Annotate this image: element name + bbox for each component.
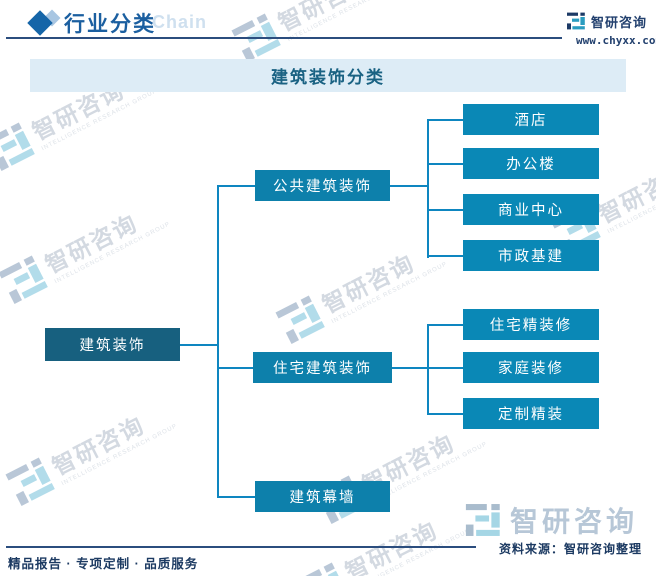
watermark-brand-subtext: INTELLIGENCE RESEARCH GROUP — [330, 261, 449, 326]
connector — [392, 367, 428, 369]
connector — [427, 255, 463, 257]
footer-brand-logo: 智研咨询 — [464, 500, 638, 540]
header: 行业分类 Chain 智研咨询 www.chyxx.com — [0, 0, 656, 47]
footer-source: 资料来源：智研咨询整理 — [498, 542, 642, 556]
connector — [427, 209, 463, 211]
watermark-brand-subtext: INTELLIGENCE RESEARCH GROUP — [40, 88, 159, 153]
connector — [217, 185, 255, 187]
header-divider — [6, 37, 562, 39]
tree-node-root: 建筑装饰 — [45, 328, 180, 361]
brand-logo-icon — [465, 504, 500, 536]
watermark-brand-subtext: INTELLIGENCE RESEARCH GROUP — [353, 528, 472, 576]
tree-node-leaf: 定制精装 — [463, 398, 599, 429]
watermark-brand-name: 智研咨询 — [41, 209, 142, 279]
brand-logo-icon — [298, 562, 344, 576]
tree-node-leaf: 办公楼 — [463, 148, 599, 179]
section-title: 行业分类 — [64, 13, 156, 36]
tree-node-branch: 公共建筑装饰 — [255, 170, 390, 201]
tree-node-leaf: 家庭装修 — [463, 352, 599, 383]
brand-name: 智研咨询 — [591, 14, 648, 30]
connector — [427, 413, 463, 415]
brand-logo: 智研咨询 — [566, 11, 647, 31]
footer-divider — [6, 546, 476, 548]
brand-logo-icon — [0, 255, 48, 304]
diagram-title: 建筑装饰分类 — [271, 68, 385, 87]
tree-node-leaf: 市政基建 — [463, 240, 599, 271]
connector — [427, 119, 429, 258]
watermark-brand-subtext: INTELLIGENCE RESEARCH GROUP — [606, 171, 656, 236]
connector — [427, 163, 463, 165]
tree-node-branch: 住宅建筑装饰 — [253, 352, 392, 383]
tree-node-leaf: 酒店 — [463, 104, 599, 135]
connector — [217, 185, 219, 498]
brand-logo-icon — [275, 295, 325, 344]
brand-url[interactable]: www.chyxx.com — [576, 34, 656, 47]
brand-logo-icon — [5, 457, 55, 506]
brand-logo-icon — [0, 122, 35, 171]
diagram-title-bar: 建筑装饰分类 — [30, 59, 626, 92]
connector — [427, 119, 463, 121]
brand-logo-icon — [567, 12, 585, 30]
connector — [217, 496, 255, 498]
connector — [180, 344, 219, 346]
tree-node-branch: 建筑幕墙 — [255, 481, 390, 512]
watermark-brand-name: 智研咨询 — [594, 159, 656, 229]
section-diamond-icon — [27, 9, 64, 37]
footer-tagline: 精品报告 · 专项定制 · 品质服务 — [8, 557, 199, 571]
header-watermark-word: Chain — [152, 12, 208, 32]
watermark-brand-subtext: INTELLIGENCE RESEARCH GROUP — [60, 423, 179, 488]
tree-node-leaf: 商业中心 — [463, 194, 599, 225]
watermark-brand-name: 智研咨询 — [48, 411, 149, 481]
tree-node-leaf: 住宅精装修 — [463, 309, 599, 340]
connector — [217, 367, 253, 369]
connector — [427, 367, 463, 369]
watermark-brand-subtext: INTELLIGENCE RESEARCH GROUP — [53, 221, 172, 286]
connector — [390, 185, 428, 187]
footer-brand-name: 智研咨询 — [510, 506, 639, 537]
connector — [427, 324, 429, 415]
connector — [427, 324, 463, 326]
